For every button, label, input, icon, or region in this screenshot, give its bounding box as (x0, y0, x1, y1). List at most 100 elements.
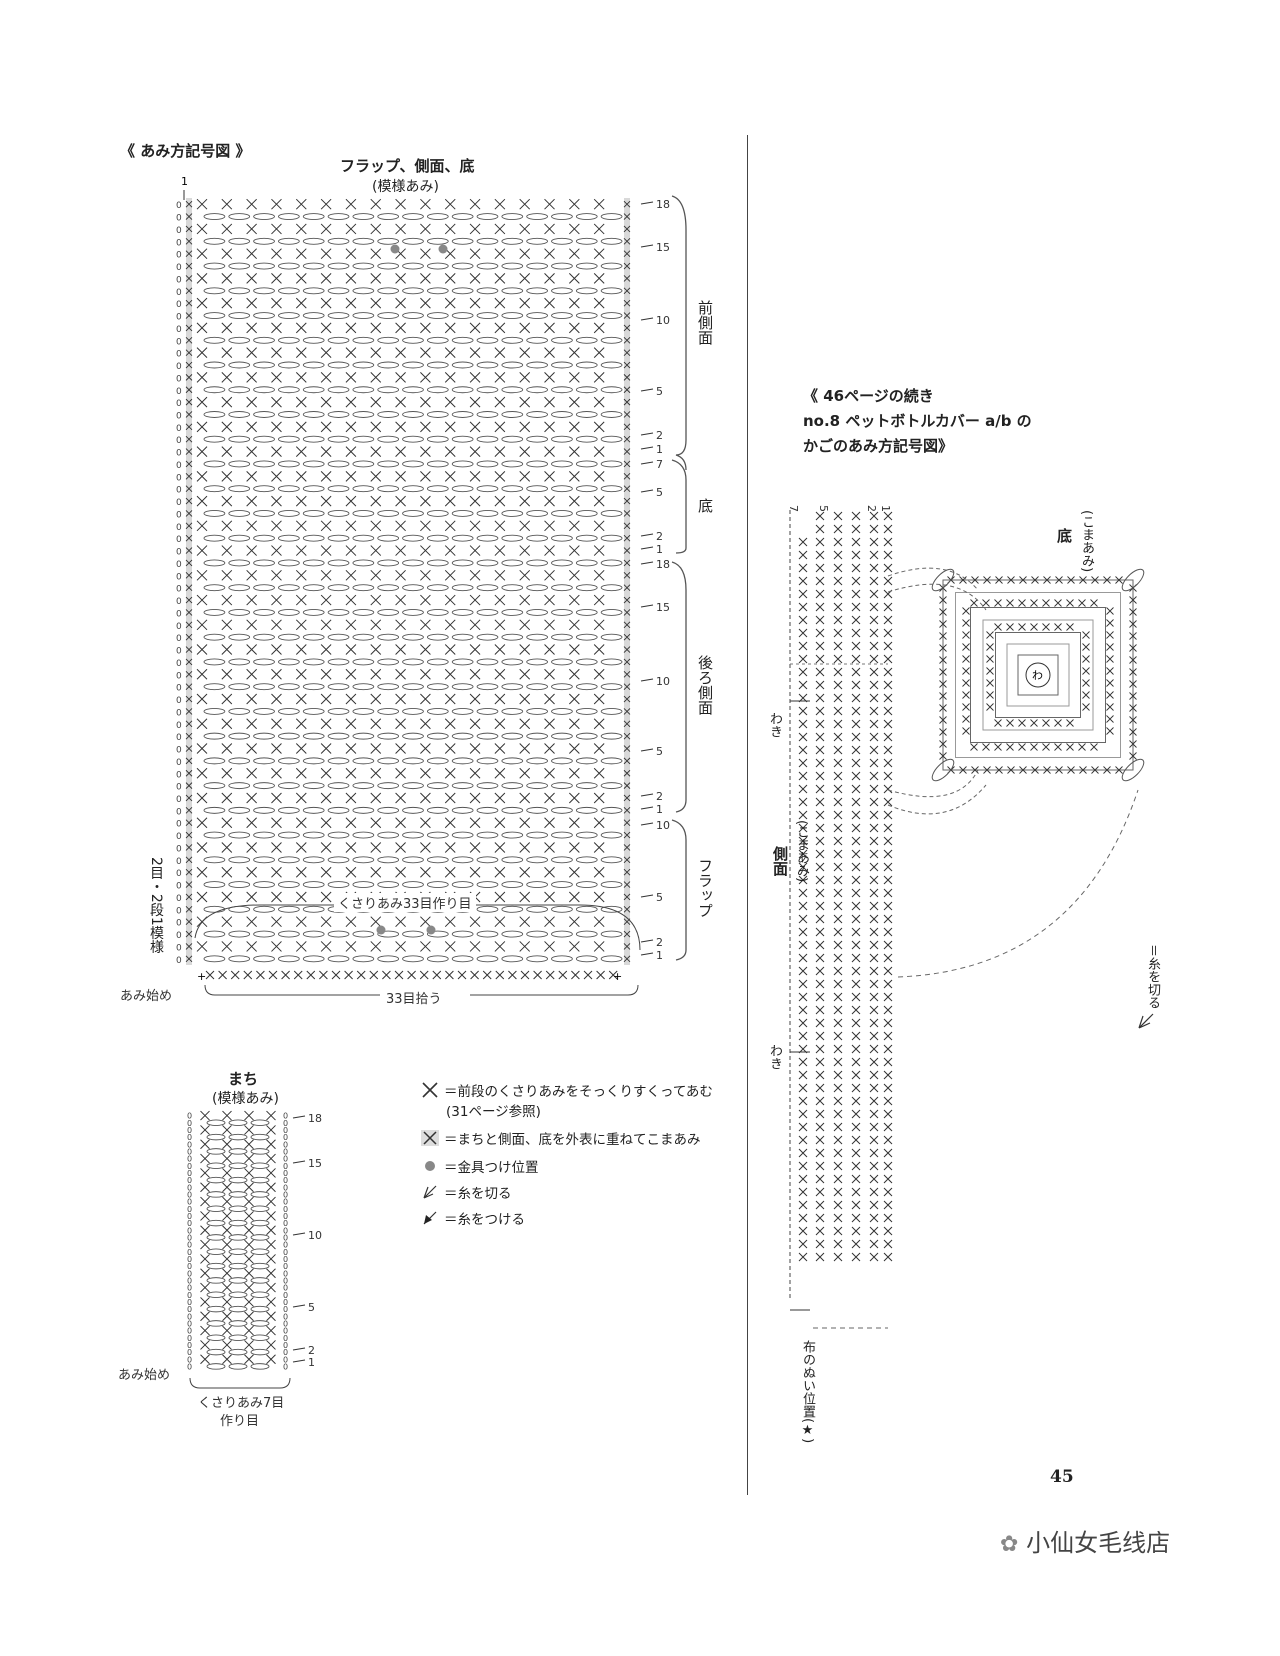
row-arrow (640, 461, 654, 465)
edge-mark: 0 (176, 461, 182, 471)
stitch-x (218, 970, 227, 980)
stitch-x (444, 718, 456, 730)
stitch-x (200, 1325, 210, 1336)
stitch-x (469, 470, 481, 482)
corner-loop (931, 568, 955, 592)
stitch-x (221, 495, 233, 507)
chain-loop (206, 1363, 226, 1370)
legend-row-1: ＝前段のくさりあみをそっくりすくってあむ (420, 1080, 713, 1100)
row-number: 1 (656, 803, 663, 816)
stitch-x (395, 495, 406, 507)
stitch-x (869, 849, 879, 859)
stitch-x (833, 901, 843, 911)
stitch-x (962, 679, 970, 687)
stitch-x (185, 720, 193, 728)
chain-loop (253, 485, 275, 493)
stitch-x (568, 421, 580, 433)
stitch-x (798, 1018, 808, 1028)
stitch-x (345, 693, 357, 705)
stitch-x (200, 1211, 210, 1221)
stitch-x (271, 619, 282, 631)
stitch-x (623, 411, 631, 418)
chain-loop (302, 336, 325, 344)
edge-mark: 0 (176, 424, 182, 434)
chain-loop (250, 1119, 270, 1126)
stitch-x (185, 225, 193, 233)
stitch-x (244, 1225, 254, 1236)
chain-loop (278, 485, 300, 493)
stitch-x (544, 273, 555, 284)
stitch-x (266, 1125, 276, 1135)
chain-loop (426, 361, 449, 369)
stitch-x (271, 372, 282, 383)
stitch-x (469, 842, 481, 853)
stitch-x (295, 619, 307, 631)
chain-loop (253, 361, 275, 369)
stitch-x (1078, 743, 1086, 751)
stitch-x (200, 1254, 210, 1264)
stitch-x (869, 966, 879, 976)
stitch-x (568, 619, 580, 631)
row-number: 10 (656, 675, 670, 688)
stitch-x (596, 970, 605, 980)
stitch-x (798, 979, 808, 989)
stitch-x (320, 891, 332, 903)
chain-loop (278, 361, 300, 369)
stitch-x (246, 767, 258, 779)
chain-loop (526, 658, 548, 666)
stitch-x (469, 520, 481, 532)
stitch-x (244, 1168, 254, 1178)
stitch-x (869, 550, 879, 560)
stitch-x (420, 223, 431, 235)
stitch-x (798, 849, 808, 859)
pattern-label: 2目・2段1模様 (148, 857, 164, 954)
stitch-x (246, 668, 258, 680)
stitch-x (519, 372, 531, 383)
stitch-x (568, 495, 580, 507)
stitch-x (798, 1213, 808, 1223)
stitch-x (568, 767, 580, 779)
main-stitch-chart: 0000000000000000000000000000000000000000… (176, 175, 687, 1389)
stitch-x (1106, 619, 1114, 627)
stitch-x (196, 891, 208, 903)
row-number: 10 (308, 1229, 322, 1242)
chain-loop (600, 460, 623, 468)
stitch-x (623, 769, 631, 777)
stitch-x (295, 693, 307, 705)
chain-loop (526, 806, 548, 814)
chain-loop (278, 559, 300, 567)
stitch-x (419, 970, 429, 980)
edge-mark: 0 (176, 931, 182, 941)
chain-loop (575, 930, 598, 938)
stitch-x (295, 520, 307, 532)
chain-loop (501, 806, 524, 814)
chain-loop (526, 633, 548, 641)
stitch-x (320, 866, 332, 878)
chain-loop (352, 262, 375, 270)
row-arrow (640, 822, 654, 826)
stitch-x (494, 866, 506, 878)
chain-loop (253, 683, 275, 691)
stitch-x (851, 628, 861, 638)
stitch-x (851, 1122, 861, 1132)
stitch-x (544, 817, 555, 829)
chain-loop (451, 683, 474, 691)
stitch-x (271, 594, 282, 606)
chain-loop (526, 262, 548, 270)
chain-loop (426, 510, 449, 517)
chain-loop (551, 559, 573, 567)
stitch-x (444, 396, 456, 408)
stitch-x (246, 644, 258, 655)
stitch-x (798, 576, 808, 586)
waki-label-top: わき (767, 712, 782, 738)
chain-loop (476, 237, 499, 245)
stitch-x (815, 784, 825, 794)
stitch-x (883, 940, 893, 950)
chain-loop (302, 287, 325, 295)
chain-loop (377, 757, 400, 765)
edge-mark: 0 (176, 783, 182, 793)
stitch-x (1129, 752, 1137, 760)
chain-loop (302, 782, 325, 790)
chain-loop (402, 584, 424, 592)
stitch-x (798, 1252, 808, 1262)
